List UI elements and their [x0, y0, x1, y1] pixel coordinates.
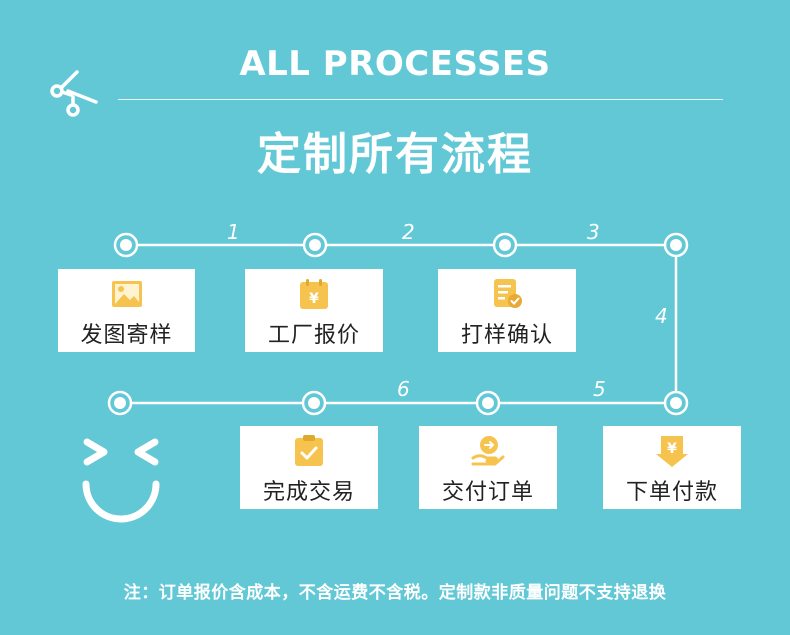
process-node [107, 390, 133, 416]
svg-text:¥: ¥ [667, 441, 677, 457]
step-label: 完成交易 [262, 479, 355, 505]
step-number-5: 5 [593, 377, 606, 401]
step-card-order-payment: ¥ 下单付款 [603, 426, 741, 509]
image-icon [111, 280, 142, 307]
footer-note: 注：订单报价含成本，不含运费不含税。定制款非质量问题不支持退换 [123, 583, 667, 603]
price-calendar-icon: ¥ [300, 278, 328, 309]
process-node [663, 232, 689, 258]
step-label: 打样确认 [460, 322, 553, 348]
hand-coin-icon [471, 435, 505, 465]
step-card-send-image: 发图寄样 [58, 269, 195, 352]
process-node [301, 390, 327, 416]
process-node [113, 232, 139, 258]
page-title: 定制所有流程 [257, 129, 533, 180]
smiley-face-icon [82, 438, 160, 523]
step-card-deliver-order: 交付订单 [419, 426, 557, 509]
document-check-icon [494, 278, 522, 308]
step-label: 工厂报价 [267, 322, 360, 348]
divider [118, 99, 723, 100]
step-label: 发图寄样 [80, 322, 173, 348]
step-number-1: 1 [227, 220, 240, 244]
step-number-2: 2 [402, 220, 415, 244]
process-node [492, 232, 518, 258]
scissors-icon [50, 70, 98, 117]
step-card-sample-confirm: 打样确认 [438, 269, 576, 352]
process-node [663, 390, 689, 416]
step-label: 交付订单 [441, 479, 534, 505]
payment-arrow-icon: ¥ [656, 435, 688, 467]
step-number-4: 4 [655, 304, 668, 328]
svg-text:¥: ¥ [309, 291, 319, 307]
step-card-factory-quote: ¥ 工厂报价 [245, 269, 383, 352]
node-group [107, 232, 689, 416]
process-node [302, 232, 328, 258]
step-label: 下单付款 [625, 479, 718, 505]
title-en: ALL PROCESSES [239, 44, 551, 84]
clipboard-check-icon [295, 434, 323, 466]
step-number-3: 3 [587, 220, 600, 244]
process-node [475, 390, 501, 416]
step-card-complete-deal: 完成交易 [240, 426, 378, 509]
step-number-6: 6 [397, 377, 410, 401]
